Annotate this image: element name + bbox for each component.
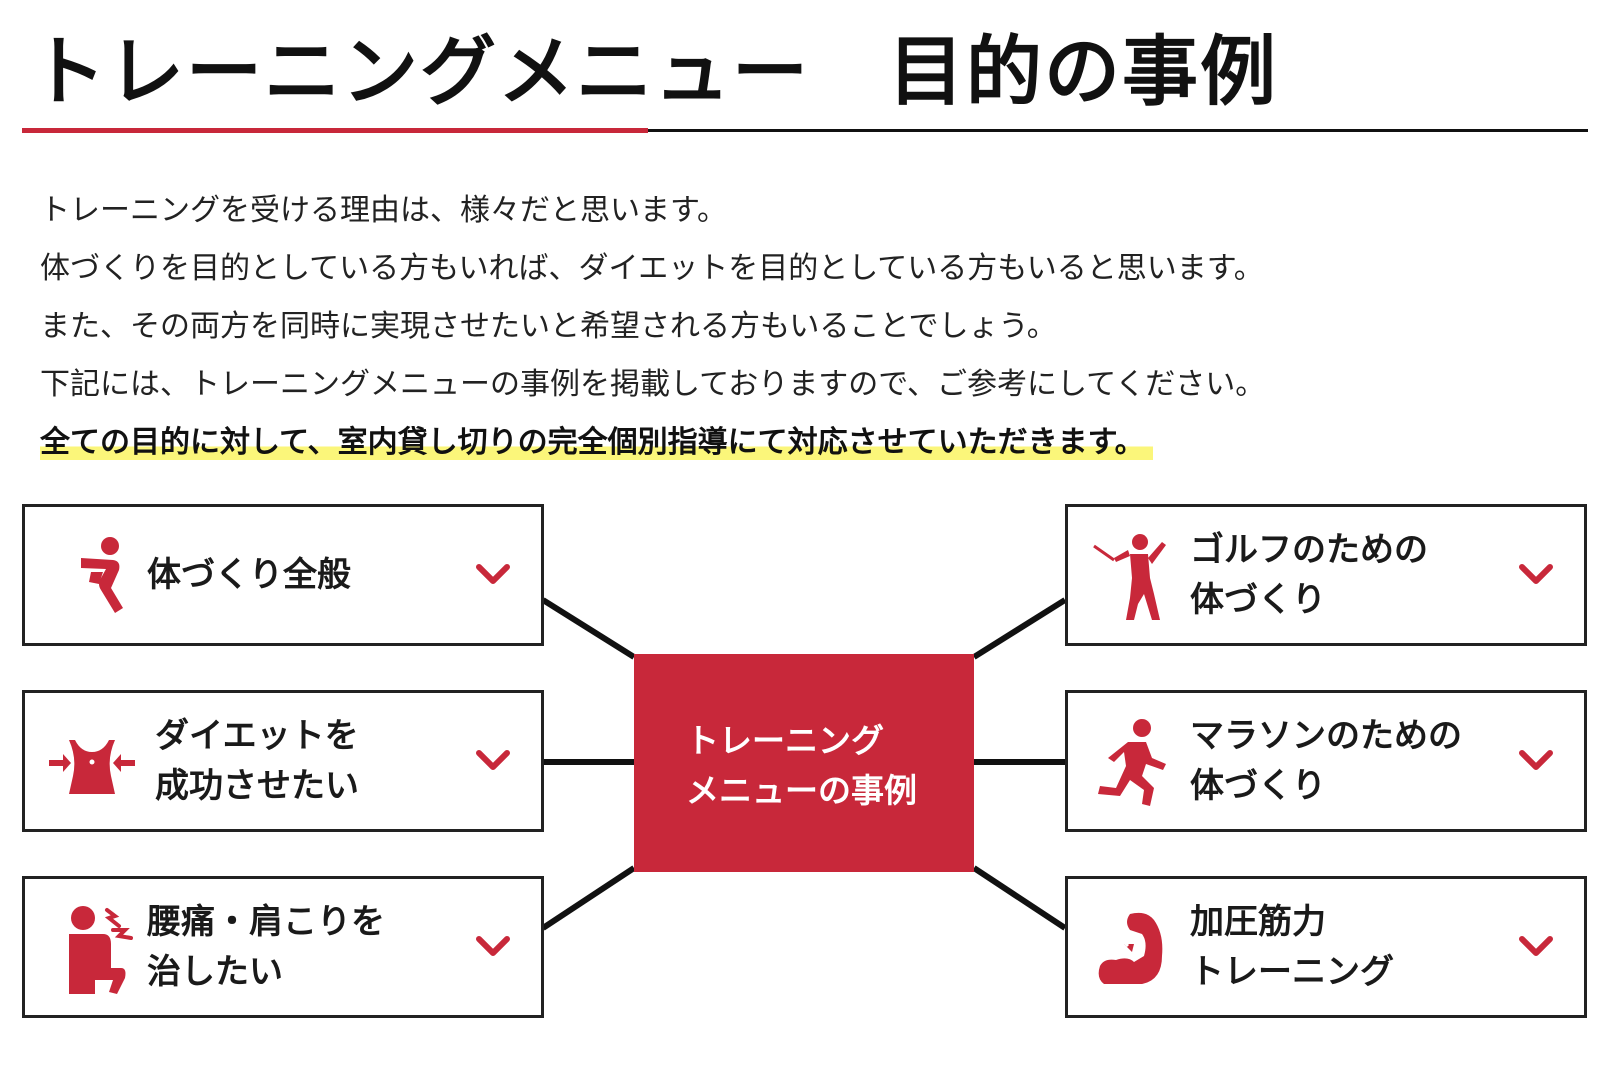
card-label-line: 治したい [147, 952, 283, 992]
connector-line [972, 597, 1067, 660]
intro-line: 体づくりを目的としている方もいれば、ダイエットを目的としている方もいると思います… [40, 251, 1264, 286]
center-hub-line: メニューの事例 [686, 771, 917, 810]
card-label-line: トレーニング [1190, 952, 1394, 992]
intro-emphasis: 全ての目的に対して、室内貸し切りの完全個別指導にて対応させていただきます。 [40, 425, 1153, 460]
card-label-line: 腰痛・肩こりを [147, 902, 385, 942]
card-pressure-training[interactable]: 加圧筋力 トレーニング [1065, 876, 1587, 1018]
card-label-line: ダイエットを [155, 716, 359, 756]
chevron-down-icon[interactable] [1518, 933, 1554, 961]
connector-line [972, 865, 1067, 931]
center-hub-line: トレーニング [686, 721, 884, 760]
card-golf[interactable]: ゴルフのための 体づくり [1065, 504, 1587, 646]
chevron-down-icon[interactable] [475, 933, 511, 961]
card-label: 体づくり全般 [147, 507, 351, 643]
card-label-line: 体づくり [1190, 580, 1326, 620]
card-label-line: マラソンのための [1190, 716, 1462, 756]
waist-slimming-icon [47, 718, 137, 808]
card-body-making[interactable]: 体づくり全般 [22, 504, 544, 646]
flexed-arm-icon [1090, 904, 1180, 994]
chevron-down-icon[interactable] [475, 747, 511, 775]
back-pain-icon [47, 904, 137, 994]
golfer-icon [1090, 532, 1180, 622]
connector-line [541, 865, 636, 931]
card-back-pain[interactable]: 腰痛・肩こりを 治したい [22, 876, 544, 1018]
chevron-down-icon[interactable] [1518, 747, 1554, 775]
card-marathon[interactable]: マラソンのための 体づくり [1065, 690, 1587, 832]
page-title: トレーニングメニュー 目的の事例 [30, 27, 1278, 116]
runner-icon [1090, 718, 1180, 808]
card-label: 加圧筋力 トレーニング [1190, 879, 1394, 1015]
intro-line: また、その両方を同時に実現させたいと希望される方もいることでしょう。 [40, 309, 1057, 344]
card-label: ゴルフのための 体づくり [1190, 507, 1428, 643]
card-label-line: 成功させたい [155, 766, 359, 806]
card-label-line: 体づくり [1190, 766, 1326, 806]
intro-text: トレーニングを受ける理由は、様々だと思います。 体づくりを目的としている方もいれ… [40, 182, 1265, 472]
card-label-line: ゴルフのための [1190, 530, 1428, 570]
card-label-line: 体づくり全般 [147, 555, 351, 595]
intro-line: トレーニングを受ける理由は、様々だと思います。 [40, 193, 727, 228]
title-underline-accent [22, 128, 648, 133]
card-label: マラソンのための 体づくり [1190, 693, 1462, 829]
intro-line: 下記には、トレーニングメニューの事例を掲載しておりますので、ご参考にしてください… [40, 367, 1266, 402]
title-underline [648, 129, 1588, 132]
card-label: ダイエットを 成功させたい [155, 693, 359, 829]
card-label: 腰痛・肩こりを 治したい [147, 879, 385, 1015]
card-diet[interactable]: ダイエットを 成功させたい [22, 690, 544, 832]
center-hub: トレーニング メニューの事例 [634, 654, 974, 872]
squat-figure-icon [47, 532, 137, 622]
chevron-down-icon[interactable] [475, 561, 511, 589]
connector-line [541, 597, 636, 660]
card-label-line: 加圧筋力 [1190, 902, 1326, 942]
chevron-down-icon[interactable] [1518, 561, 1554, 589]
